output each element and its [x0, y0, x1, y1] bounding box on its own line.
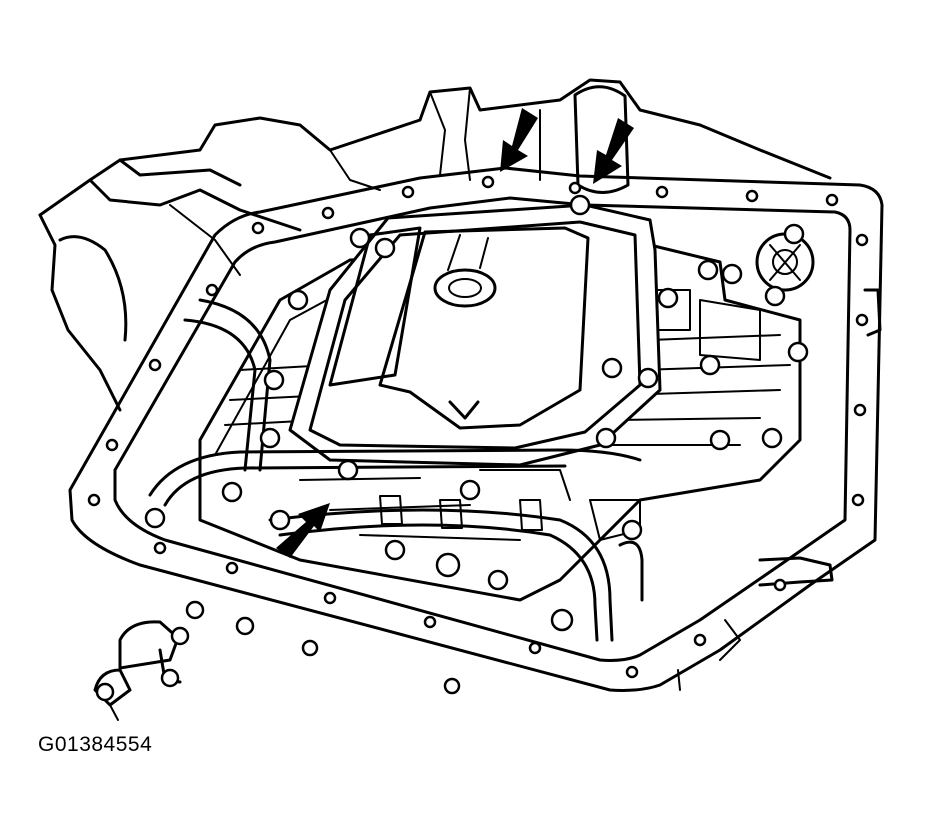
figure-id-label: G01384554 — [38, 733, 153, 756]
oil-tubes — [148, 298, 644, 642]
oil-strainer — [288, 194, 662, 467]
indicator-arrows — [276, 108, 634, 558]
lower-hardware — [93, 600, 461, 721]
pan-flange — [68, 166, 884, 692]
arrow-lower-valve-body — [276, 503, 330, 558]
arrow-right-strainer-bolt — [593, 118, 634, 184]
flange-bolt-holes — [87, 175, 869, 679]
valve-body-bolts — [144, 223, 809, 632]
arrow-left-strainer-bolt — [500, 108, 538, 172]
transmission-case — [38, 78, 882, 691]
